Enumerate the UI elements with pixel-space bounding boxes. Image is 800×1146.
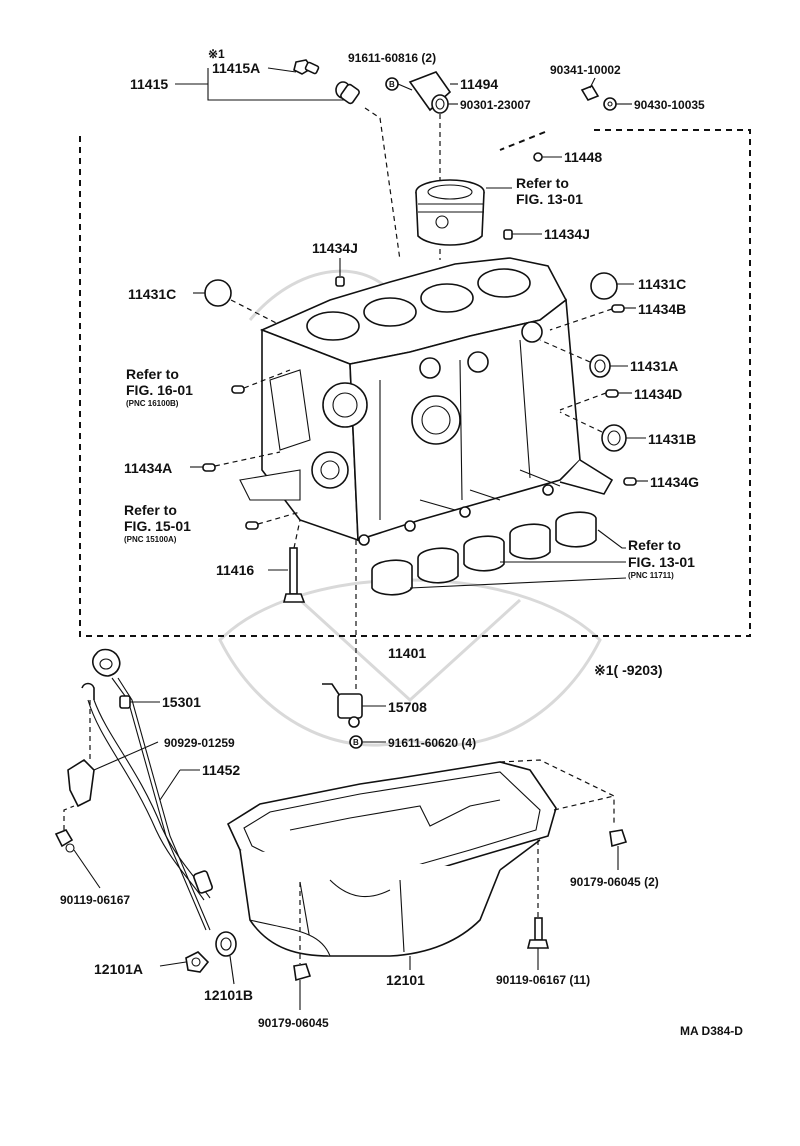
bolt-91611-60620: B <box>349 735 386 749</box>
label-11415a: 11415A <box>212 60 260 76</box>
label-refer-1601-b: FIG. 16-01 <box>126 382 193 398</box>
plug-refer-1601 <box>231 369 291 394</box>
label-15301: 15301 <box>162 694 201 710</box>
label-refer-1301b-b: FIG. 13-01 <box>628 554 695 570</box>
seal-11431b <box>559 411 646 452</box>
cover-11494: B <box>385 71 458 114</box>
plug-11431c-right <box>590 272 634 300</box>
label-11401: 11401 <box>388 645 426 661</box>
label-11434d: 11434D <box>634 386 682 402</box>
label-refer-1601-a: Refer to <box>126 366 179 382</box>
plug-11434a <box>190 451 281 472</box>
plug-11448 <box>533 152 562 162</box>
sensor-11415a <box>293 59 320 75</box>
label-11448: 11448 <box>564 149 602 165</box>
label-11434g: 11434G <box>650 474 699 490</box>
guide-tube-11452 <box>81 682 213 901</box>
drain-plug-12101a <box>159 951 210 973</box>
clip-90929 <box>67 700 159 808</box>
label-11452: 11452 <box>202 762 240 778</box>
label-note-range: ※1( -9203) <box>594 662 663 678</box>
svg-text:B: B <box>389 80 395 89</box>
label-note-mark: ※1 <box>208 47 225 61</box>
block-group-frame <box>79 129 751 637</box>
label-refer-1301b-pnc: (PNC 11711) <box>628 571 674 580</box>
label-11431c-left: 11431C <box>128 286 176 302</box>
label-90301-23007: 90301-23007 <box>460 98 531 112</box>
label-refer-1501-a: Refer to <box>124 502 177 518</box>
label-90341-10002: 90341-10002 <box>550 63 621 77</box>
plug-11434j-left <box>335 258 345 287</box>
bolt-90179-right <box>609 829 628 870</box>
label-91611-60620: 91611-60620 (4) <box>388 736 476 750</box>
piston-assembly <box>415 179 512 246</box>
label-11434j-right: 11434J <box>544 226 590 242</box>
label-90119-06167-11: 90119-06167 (11) <box>496 973 590 987</box>
label-12101: 12101 <box>386 972 425 988</box>
label-11434a: 11434A <box>124 460 172 476</box>
label-90179-06045-2: 90179-06045 (2) <box>570 875 659 889</box>
label-12101a: 12101A <box>94 961 143 977</box>
cylinder-block-11401 <box>239 257 614 546</box>
plug-11434b <box>549 304 636 331</box>
bolt-11416 <box>268 519 306 603</box>
plug-11434j-right <box>503 229 542 240</box>
label-refer-1501-pnc: (PNC 15100A) <box>124 535 177 544</box>
plug-11434g <box>623 477 648 486</box>
dipstick-15301 <box>92 648 211 931</box>
bolt-90341 <box>580 77 632 111</box>
part-labels: ※1 11415 11415A 91611-60816 (2) 11494 90… <box>60 47 743 1038</box>
main-bearings <box>371 511 627 596</box>
plug-11434d <box>559 389 632 411</box>
drain-plug-90179 <box>293 963 312 1010</box>
label-11431c-right: 11431C <box>638 276 686 292</box>
label-refer-1601-pnc: (PNC 16100B) <box>126 399 179 408</box>
svg-text:B: B <box>353 738 359 747</box>
label-diagram-code: MA D384-D <box>680 1024 743 1038</box>
label-refer-1301-b: FIG. 13-01 <box>516 191 583 207</box>
label-refer-1301b-a: Refer to <box>628 537 681 553</box>
seal-11431a <box>539 339 628 378</box>
label-12101b: 12101B <box>204 987 253 1003</box>
oil-pan-12101 <box>226 761 557 970</box>
label-90929-01259: 90929-01259 <box>164 736 235 750</box>
plug-refer-1501 <box>245 511 301 530</box>
label-90179-06045: 90179-06045 <box>258 1016 329 1030</box>
label-refer-1301-a: Refer to <box>516 175 569 191</box>
plug-11415 <box>335 81 360 105</box>
label-11416: 11416 <box>216 562 254 578</box>
label-90430-10035: 90430-10035 <box>634 98 705 112</box>
label-refer-1501-b: FIG. 15-01 <box>124 518 191 534</box>
plug-11431c-left <box>193 279 291 331</box>
label-91611-60816: 91611-60816 (2) <box>348 51 436 65</box>
bracket-11415 <box>175 67 350 101</box>
label-11494: 11494 <box>460 76 498 92</box>
label-90119-06167: 90119-06167 <box>60 893 130 907</box>
label-11434b: 11434B <box>638 301 686 317</box>
label-15708: 15708 <box>388 699 427 715</box>
label-11415: 11415 <box>130 76 168 92</box>
bolt-90119-left <box>54 805 101 889</box>
bolt-90119-pan <box>526 917 550 970</box>
label-11431b: 11431B <box>648 431 696 447</box>
label-11431a: 11431A <box>630 358 678 374</box>
gasket-12101b <box>215 931 237 985</box>
oil-level-sensor-15708 <box>322 683 386 728</box>
label-11434j-left: 11434J <box>312 240 358 256</box>
